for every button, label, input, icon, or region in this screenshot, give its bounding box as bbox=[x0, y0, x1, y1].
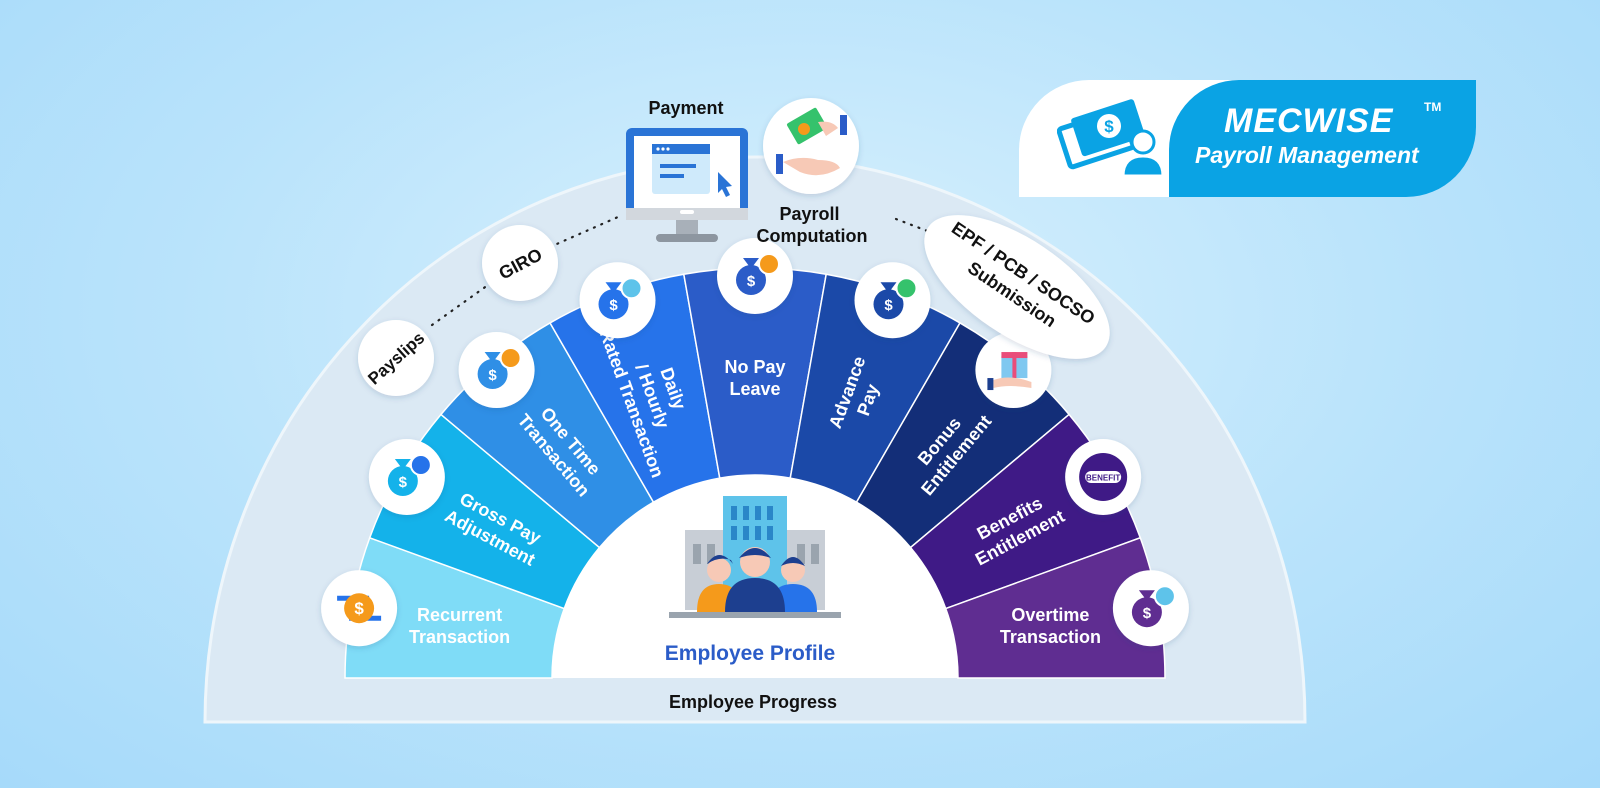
payment-label: Payment bbox=[648, 98, 723, 118]
svg-text:$: $ bbox=[1143, 605, 1152, 622]
cash-hands-icon bbox=[776, 107, 847, 176]
svg-text:$: $ bbox=[354, 599, 364, 618]
coin-exchange-icon-glyph: $ bbox=[337, 593, 382, 624]
money-bag-x-icon-glyph: $ bbox=[736, 253, 780, 295]
gift-hand-icon-glyph bbox=[987, 352, 1032, 391]
payslips-badge bbox=[358, 320, 434, 396]
brand-name: MECWISE bbox=[1224, 102, 1394, 140]
brand-subtitle: Payroll Management bbox=[1195, 142, 1419, 168]
benefit-badge-icon-glyph: BENEFIT bbox=[1079, 453, 1128, 501]
logo-blue-panel bbox=[1169, 80, 1476, 197]
svg-text:$: $ bbox=[1104, 117, 1114, 136]
monitor-icon bbox=[626, 128, 748, 242]
money-bag-one-icon-glyph: $ bbox=[477, 347, 522, 390]
giro-badge bbox=[482, 225, 558, 301]
employee-progress-label: Employee Progress bbox=[669, 692, 837, 712]
money-bag-clock-icon-glyph: $ bbox=[1131, 585, 1176, 628]
submission-badge bbox=[924, 215, 1110, 359]
dotted-connector bbox=[430, 283, 490, 327]
svg-text:$: $ bbox=[747, 273, 756, 290]
center-title: Employee Profile bbox=[665, 642, 835, 665]
svg-text:$: $ bbox=[609, 297, 618, 314]
payroll-computation-label: Payroll Computation bbox=[757, 204, 868, 246]
money-bag-plus-icon-glyph: $ bbox=[873, 277, 918, 320]
benefit-badge-text: BENEFIT bbox=[1086, 474, 1120, 483]
money-bag-gear-icon-glyph: $ bbox=[387, 454, 432, 496]
svg-text:$: $ bbox=[488, 367, 497, 384]
payroll-money-person-icon: $ bbox=[1057, 99, 1165, 178]
brand-trademark: TM bbox=[1424, 100, 1442, 114]
money-bag-clock-icon-glyph: $ bbox=[598, 277, 643, 320]
svg-text:$: $ bbox=[884, 297, 893, 314]
svg-text:$: $ bbox=[399, 474, 408, 491]
brand-logo: $ MECWISE TM Payroll Management bbox=[1019, 80, 1476, 197]
employee-group-icon bbox=[669, 496, 841, 618]
